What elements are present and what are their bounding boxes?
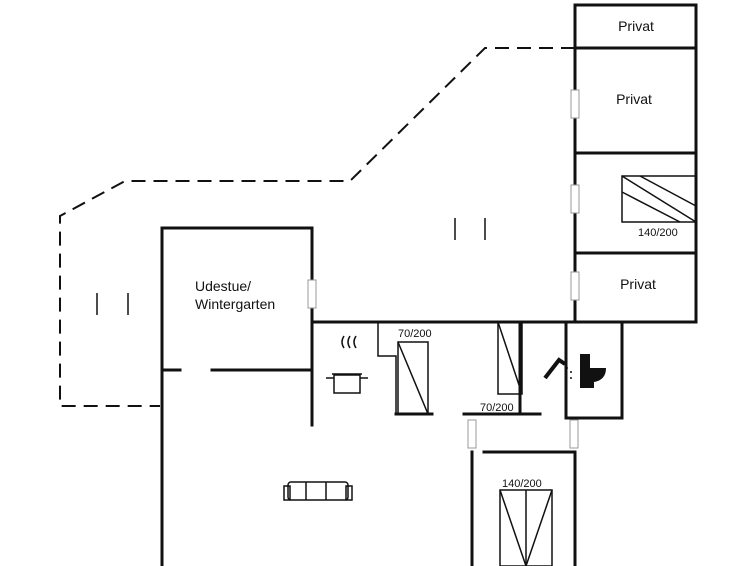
right-wing-walls bbox=[570, 3, 698, 324]
toilet-icon bbox=[580, 354, 606, 388]
room-label-udestue-line2: Wintergarten bbox=[195, 296, 275, 312]
bed-140-bottom bbox=[499, 489, 553, 566]
bed-label-70-a: 70/200 bbox=[398, 328, 432, 340]
bed-label-140-bottom: 140/200 bbox=[502, 478, 542, 490]
shower-icon bbox=[543, 357, 572, 380]
bed-label-70-b: 70/200 bbox=[480, 402, 514, 414]
terrace-marker-left bbox=[96, 293, 129, 315]
terrace-marker-center bbox=[454, 218, 486, 240]
main-walls bbox=[160, 226, 624, 566]
bed-70-a bbox=[397, 341, 429, 415]
terrace-outline-upper bbox=[59, 47, 575, 407]
room-label-privat-3: Privat bbox=[620, 276, 656, 292]
bed-label-140-right: 140/200 bbox=[638, 227, 678, 239]
bed-right bbox=[621, 175, 697, 223]
room-label-privat-2: Privat bbox=[616, 91, 652, 107]
sofa-icon bbox=[283, 481, 353, 501]
kitchen-counter bbox=[377, 322, 397, 414]
room-label-privat-1: Privat bbox=[618, 18, 654, 34]
room-label-udestue-line1: Udestue/ bbox=[195, 278, 251, 294]
cooking-pot-icon bbox=[326, 335, 368, 394]
bed-70-b bbox=[497, 321, 523, 395]
